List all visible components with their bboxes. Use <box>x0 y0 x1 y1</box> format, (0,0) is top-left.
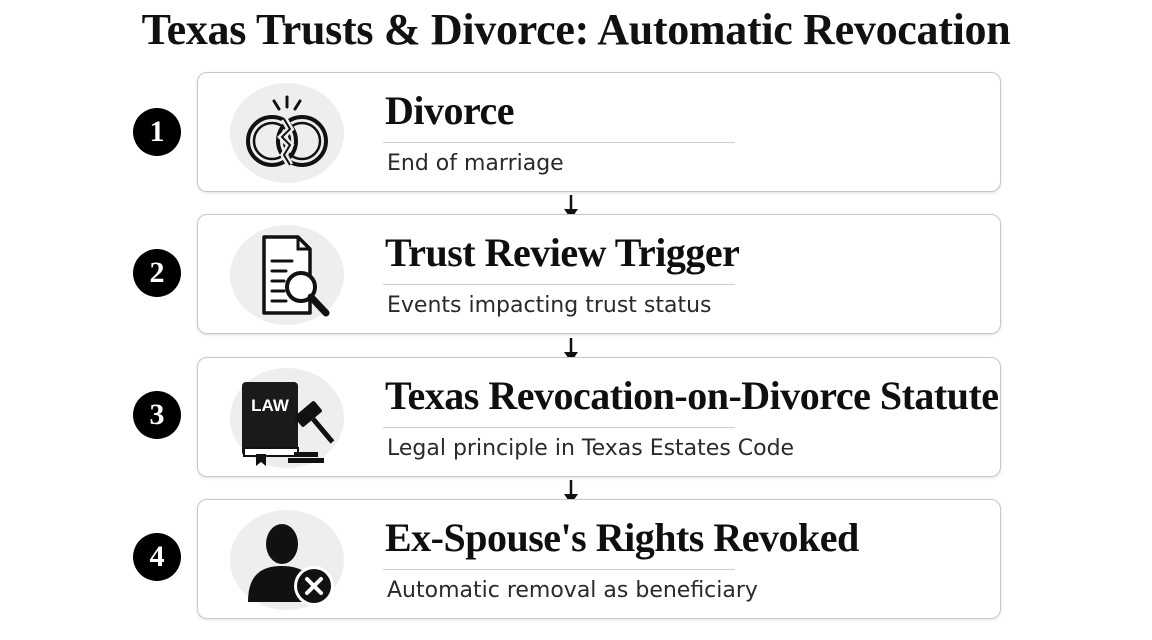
step-title-4: Ex-Spouse's Rights Revoked <box>385 515 859 560</box>
step-number-3: 3 <box>133 391 181 439</box>
divider <box>383 569 735 570</box>
step-card-2: Trust Review Trigger Events impacting tr… <box>197 214 1001 334</box>
step-subtitle-1: End of marriage <box>387 151 564 176</box>
step-card-1: Divorce End of marriage <box>197 72 1001 192</box>
document-magnifier-icon <box>230 225 344 325</box>
law-label: LAW <box>251 396 290 415</box>
step-title-2: Trust Review Trigger <box>385 230 740 275</box>
step-subtitle-3: Legal principle in Texas Estates Code <box>387 436 795 461</box>
step-subtitle-4: Automatic removal as beneficiary <box>387 578 758 603</box>
step-number-2: 2 <box>133 249 181 297</box>
step-number-1: 1 <box>133 108 181 156</box>
broken-rings-icon <box>230 83 344 183</box>
person-removed-icon <box>230 510 344 610</box>
divider <box>383 284 735 285</box>
step-number-4: 4 <box>133 533 181 581</box>
diagram-title: Texas Trusts & Divorce: Automatic Revoca… <box>141 5 1011 54</box>
step-subtitle-2: Events impacting trust status <box>387 293 712 318</box>
step-card-3: LAW Texas Revocation-on-Divorce Statute … <box>197 357 1001 477</box>
step-title-1: Divorce <box>385 88 515 133</box>
step-title-3: Texas Revocation-on-Divorce Statute <box>385 373 999 418</box>
divider <box>383 427 735 428</box>
law-book-gavel-icon: LAW <box>230 368 344 468</box>
step-card-4: Ex-Spouse's Rights Revoked Automatic rem… <box>197 499 1001 619</box>
divider <box>383 142 735 143</box>
